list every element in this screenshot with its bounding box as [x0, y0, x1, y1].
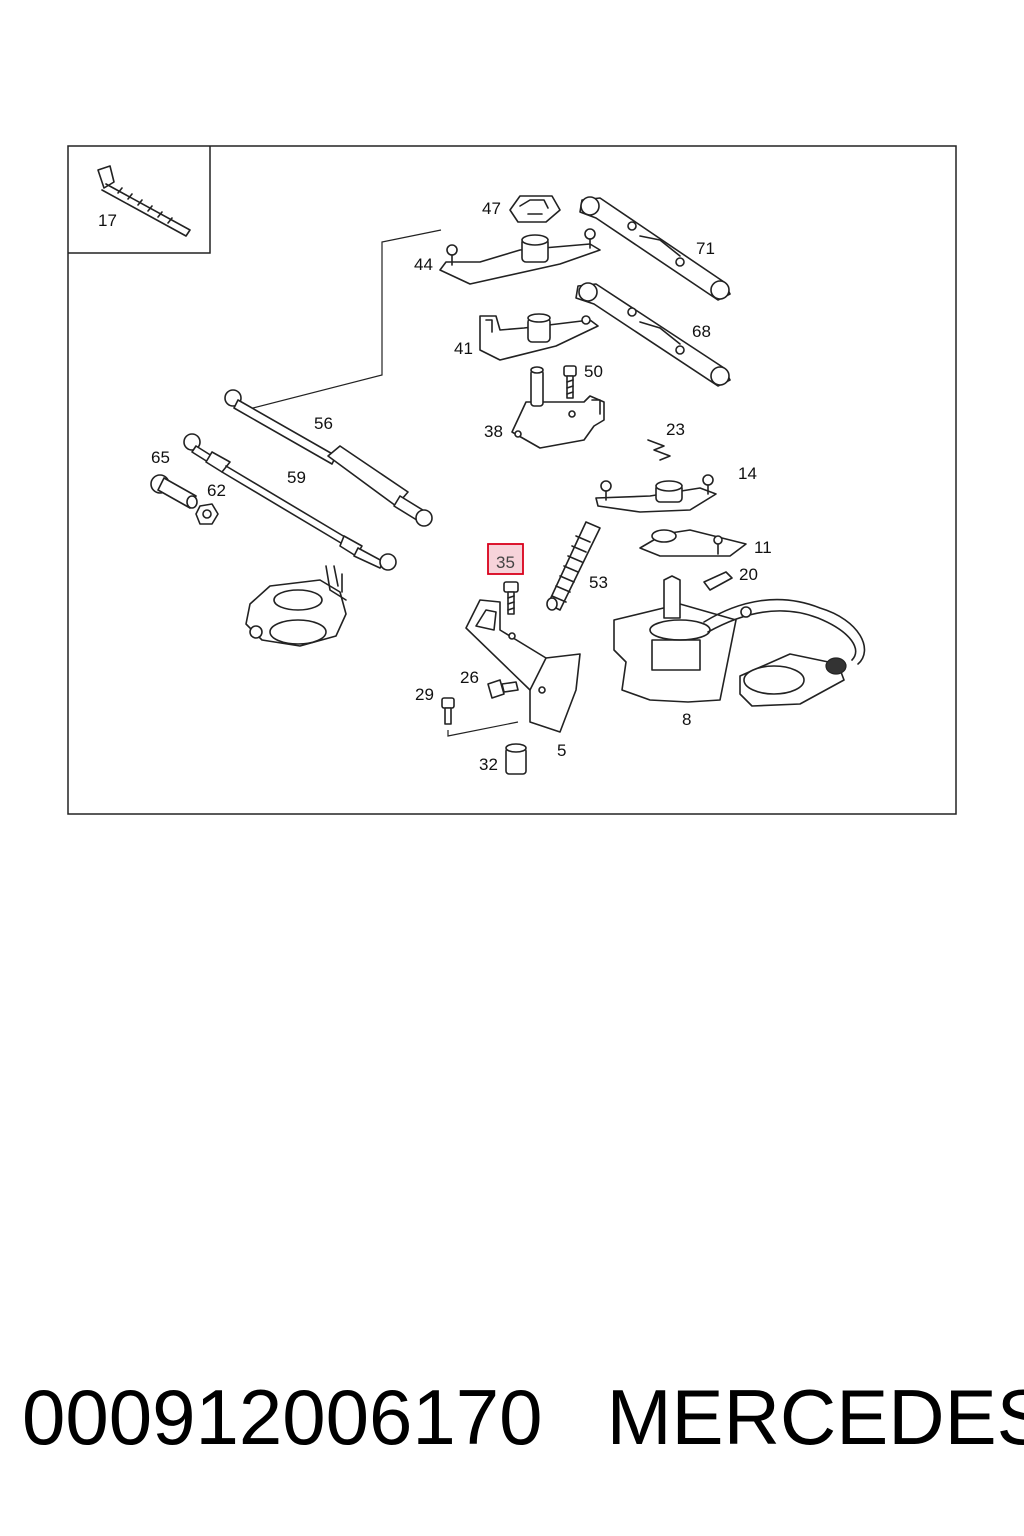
- throttle-housing[interactable]: [245, 565, 347, 647]
- part-41-bracket[interactable]: [479, 313, 599, 361]
- part-5-bracket[interactable]: [465, 599, 581, 733]
- footer-caption: 000912006170 MERCEDES: [22, 1372, 1024, 1463]
- label-8[interactable]: 8: [682, 710, 691, 729]
- part-20-clip[interactable]: [703, 571, 733, 591]
- label-53[interactable]: 53: [589, 573, 608, 592]
- part-50-screw[interactable]: [563, 365, 577, 399]
- label-26[interactable]: 26: [460, 668, 479, 687]
- part-17-cable-tie[interactable]: [97, 165, 191, 237]
- label-35[interactable]: 35: [496, 553, 515, 572]
- label-47[interactable]: 47: [482, 199, 501, 218]
- part-59-rod[interactable]: [183, 433, 397, 571]
- part-56-gas-strut[interactable]: [224, 389, 433, 527]
- part-26-bolt[interactable]: [487, 679, 519, 699]
- leader-line-56: [244, 229, 442, 411]
- label-59[interactable]: 59: [287, 468, 306, 487]
- part-62-nut[interactable]: [195, 503, 219, 525]
- part-71-rod[interactable]: [579, 196, 731, 301]
- part-35-screw[interactable]: [503, 581, 519, 615]
- label-50[interactable]: 50: [584, 362, 603, 381]
- diagram-frame: [67, 145, 957, 815]
- part-8-actuator[interactable]: [613, 575, 866, 707]
- label-65[interactable]: 65: [151, 448, 170, 467]
- part-23-spring-clip[interactable]: [647, 439, 671, 461]
- brand-name: MERCEDES: [606, 1373, 1024, 1461]
- part-number: 000912006170: [22, 1373, 543, 1461]
- label-5[interactable]: 5: [557, 741, 566, 760]
- leader-line-29: [447, 721, 519, 737]
- label-17[interactable]: 17: [98, 211, 117, 230]
- part-29-screw[interactable]: [441, 697, 455, 725]
- label-41[interactable]: 41: [454, 339, 473, 358]
- label-38[interactable]: 38: [484, 422, 503, 441]
- part-53-boot[interactable]: [546, 521, 601, 611]
- label-20[interactable]: 20: [739, 565, 758, 584]
- part-44-bracket[interactable]: [439, 228, 601, 285]
- label-56[interactable]: 56: [314, 414, 333, 433]
- part-38-plate[interactable]: [511, 366, 605, 449]
- part-11-lever[interactable]: [639, 529, 747, 557]
- part-32-spacer[interactable]: [505, 743, 527, 775]
- part-65-ball-socket[interactable]: [150, 474, 198, 509]
- label-14[interactable]: 14: [738, 464, 757, 483]
- label-62[interactable]: 62: [207, 481, 226, 500]
- label-68[interactable]: 68: [692, 322, 711, 341]
- label-23[interactable]: 23: [666, 420, 685, 439]
- highlight-box-35: [487, 543, 524, 575]
- label-71[interactable]: 71: [696, 239, 715, 258]
- label-29[interactable]: 29: [415, 685, 434, 704]
- parts-diagram: 17 47 44 71 41 68 50 38 56 23 65 62 59 1…: [67, 145, 957, 815]
- inset-frame: [68, 146, 211, 254]
- part-68-rod[interactable]: [575, 282, 731, 387]
- label-44[interactable]: 44: [414, 255, 433, 274]
- label-11[interactable]: 11: [754, 538, 772, 557]
- part-14-lever[interactable]: [595, 474, 717, 513]
- part-47-clip[interactable]: [509, 195, 561, 223]
- label-32[interactable]: 32: [479, 755, 498, 774]
